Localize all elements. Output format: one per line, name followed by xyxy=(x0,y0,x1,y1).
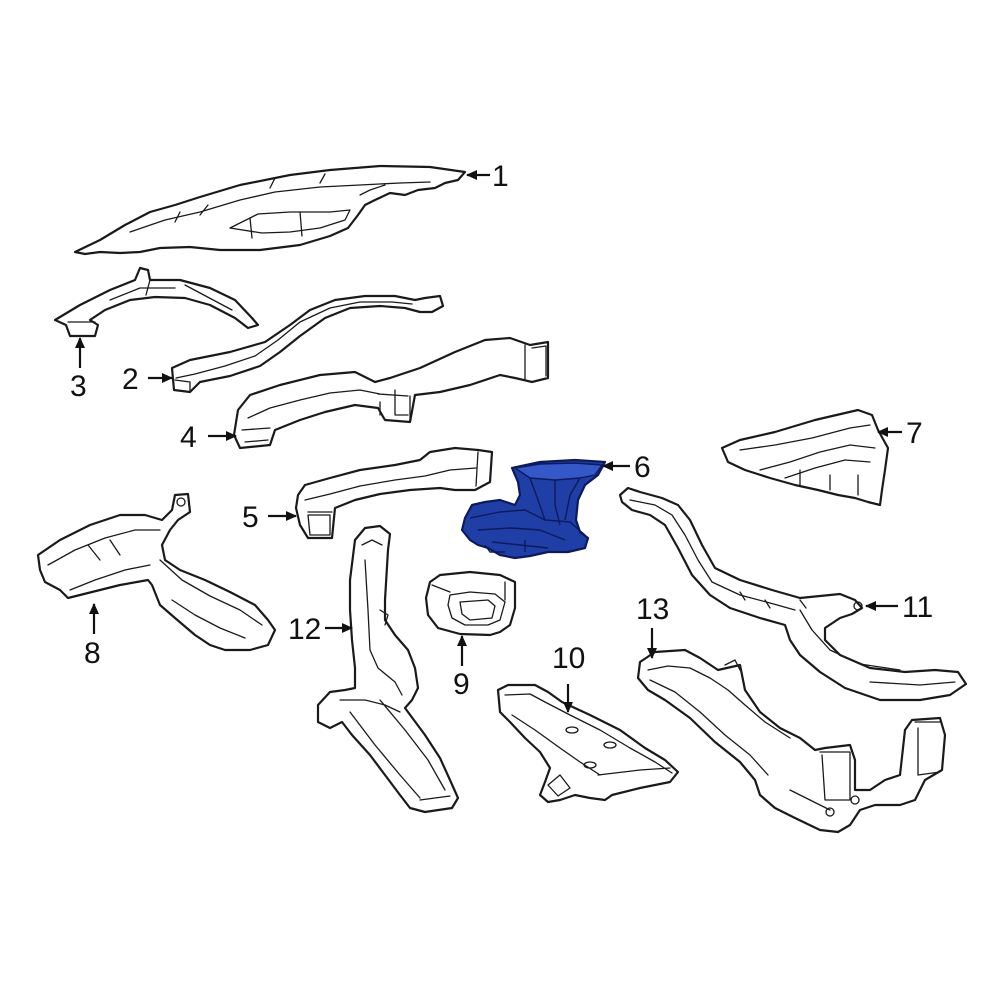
part-12-duct[interactable] xyxy=(316,524,460,814)
part-7-duct[interactable] xyxy=(720,408,890,507)
callout-7: 7 xyxy=(906,417,923,450)
callout-13: 13 xyxy=(636,593,669,626)
part-4-duct[interactable] xyxy=(232,336,550,450)
callout-12: 12 xyxy=(288,613,321,646)
callout-3: 3 xyxy=(70,370,87,403)
part-2-duct[interactable] xyxy=(170,294,445,394)
callout-labels: 1 2 3 4 5 6 7 8 9 10 11 12 13 xyxy=(70,160,933,701)
part-1-duct-panel[interactable] xyxy=(73,164,467,256)
callout-6: 6 xyxy=(634,451,651,484)
part-8-duct[interactable] xyxy=(36,492,277,652)
part-5-duct[interactable] xyxy=(294,446,494,540)
callout-1: 1 xyxy=(492,160,509,193)
leader-lines xyxy=(75,170,902,713)
callout-10: 10 xyxy=(552,642,585,675)
callout-8: 8 xyxy=(84,637,101,670)
callout-4: 4 xyxy=(180,421,197,454)
callout-11: 11 xyxy=(902,591,933,624)
part-13-duct[interactable] xyxy=(636,648,947,834)
callout-9: 9 xyxy=(453,668,470,701)
callout-2: 2 xyxy=(122,363,139,396)
part-6-duct-highlighted[interactable] xyxy=(460,458,607,560)
callout-5: 5 xyxy=(242,501,259,534)
part-11-duct[interactable] xyxy=(618,486,968,702)
part-3-duct[interactable] xyxy=(53,266,260,338)
part-10-duct[interactable] xyxy=(496,683,680,804)
part-9-outlet[interactable] xyxy=(424,570,517,637)
